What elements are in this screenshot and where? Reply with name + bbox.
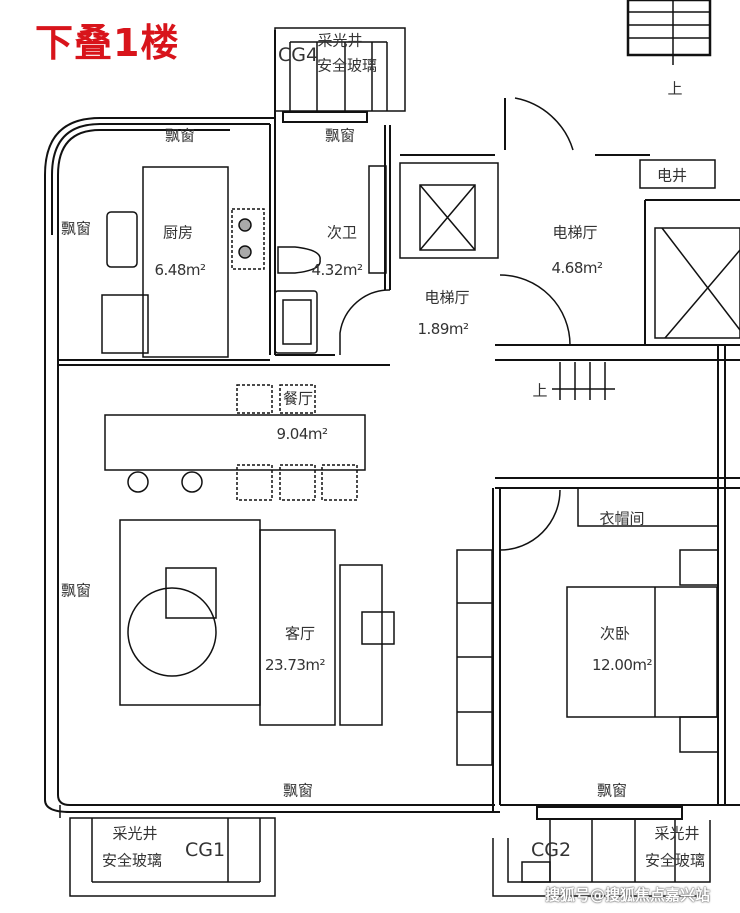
dining-furniture: [104, 384, 366, 501]
elevator-hall-small-label: 电梯厅: [424, 288, 470, 307]
light-well-glass-label: 安全玻璃: [101, 851, 163, 870]
light-well-glass-label: 安全玻璃: [644, 851, 706, 870]
light-well-glass-label: 安全玻璃: [316, 56, 378, 75]
stair-up-label: 上: [667, 79, 683, 98]
kitchen-label: 厨房: [162, 223, 194, 242]
light-well-code: CG1: [184, 839, 226, 861]
light-well-label: 采光井: [112, 824, 158, 843]
elevator-hall-large-area: 4.68m²: [551, 259, 603, 277]
bay-window-label: 飘窗: [60, 219, 92, 238]
light-well-label: 采光井: [654, 824, 700, 843]
bedroom-label: 次卧: [599, 624, 631, 643]
bay-window-label: 飘窗: [282, 781, 314, 800]
watermark: 搜狐号@搜狐焦点嘉兴站: [545, 886, 711, 904]
elevator-hall-small-area: 1.89m²: [417, 320, 469, 338]
bay-window-label: 飘窗: [164, 126, 196, 145]
bedroom-area: 12.00m²: [591, 656, 653, 674]
bathroom-fixtures: [274, 165, 391, 355]
kitchen-fixtures: [101, 166, 265, 358]
light-well-label: 采光井: [317, 31, 363, 50]
light-well-code: CG2: [530, 839, 572, 861]
dining-label: 餐厅: [282, 389, 314, 408]
closet-label: 衣帽间: [599, 509, 645, 528]
living-label: 客厅: [284, 624, 316, 643]
kitchen-area: 6.48m²: [154, 261, 206, 279]
light-well-code: CG4: [277, 44, 319, 66]
light-well-cg2-box: [492, 806, 711, 897]
light-well-cg4-box: [274, 27, 406, 123]
electric-shaft-label: 电井: [656, 166, 688, 185]
stair-up-label: 上: [532, 381, 548, 400]
elevator-shafts: [399, 97, 740, 346]
outer-walls: [44, 30, 740, 813]
bathroom-label: 次卫: [326, 223, 358, 242]
stairs: [552, 0, 712, 400]
elevator-hall-large-label: 电梯厅: [552, 223, 598, 242]
dining-area: 9.04m²: [276, 425, 328, 443]
bay-window-label: 飘窗: [60, 581, 92, 600]
floor-title: 下叠1楼: [35, 21, 180, 65]
living-area: 23.73m²: [264, 656, 326, 674]
living-furniture: [119, 489, 561, 766]
light-well-cg1-box: [69, 817, 276, 897]
bathroom-area: 4.32m²: [311, 261, 363, 279]
bay-window-label: 飘窗: [596, 781, 628, 800]
bedroom-furniture: [566, 487, 719, 753]
bay-window-label: 飘窗: [324, 126, 356, 145]
